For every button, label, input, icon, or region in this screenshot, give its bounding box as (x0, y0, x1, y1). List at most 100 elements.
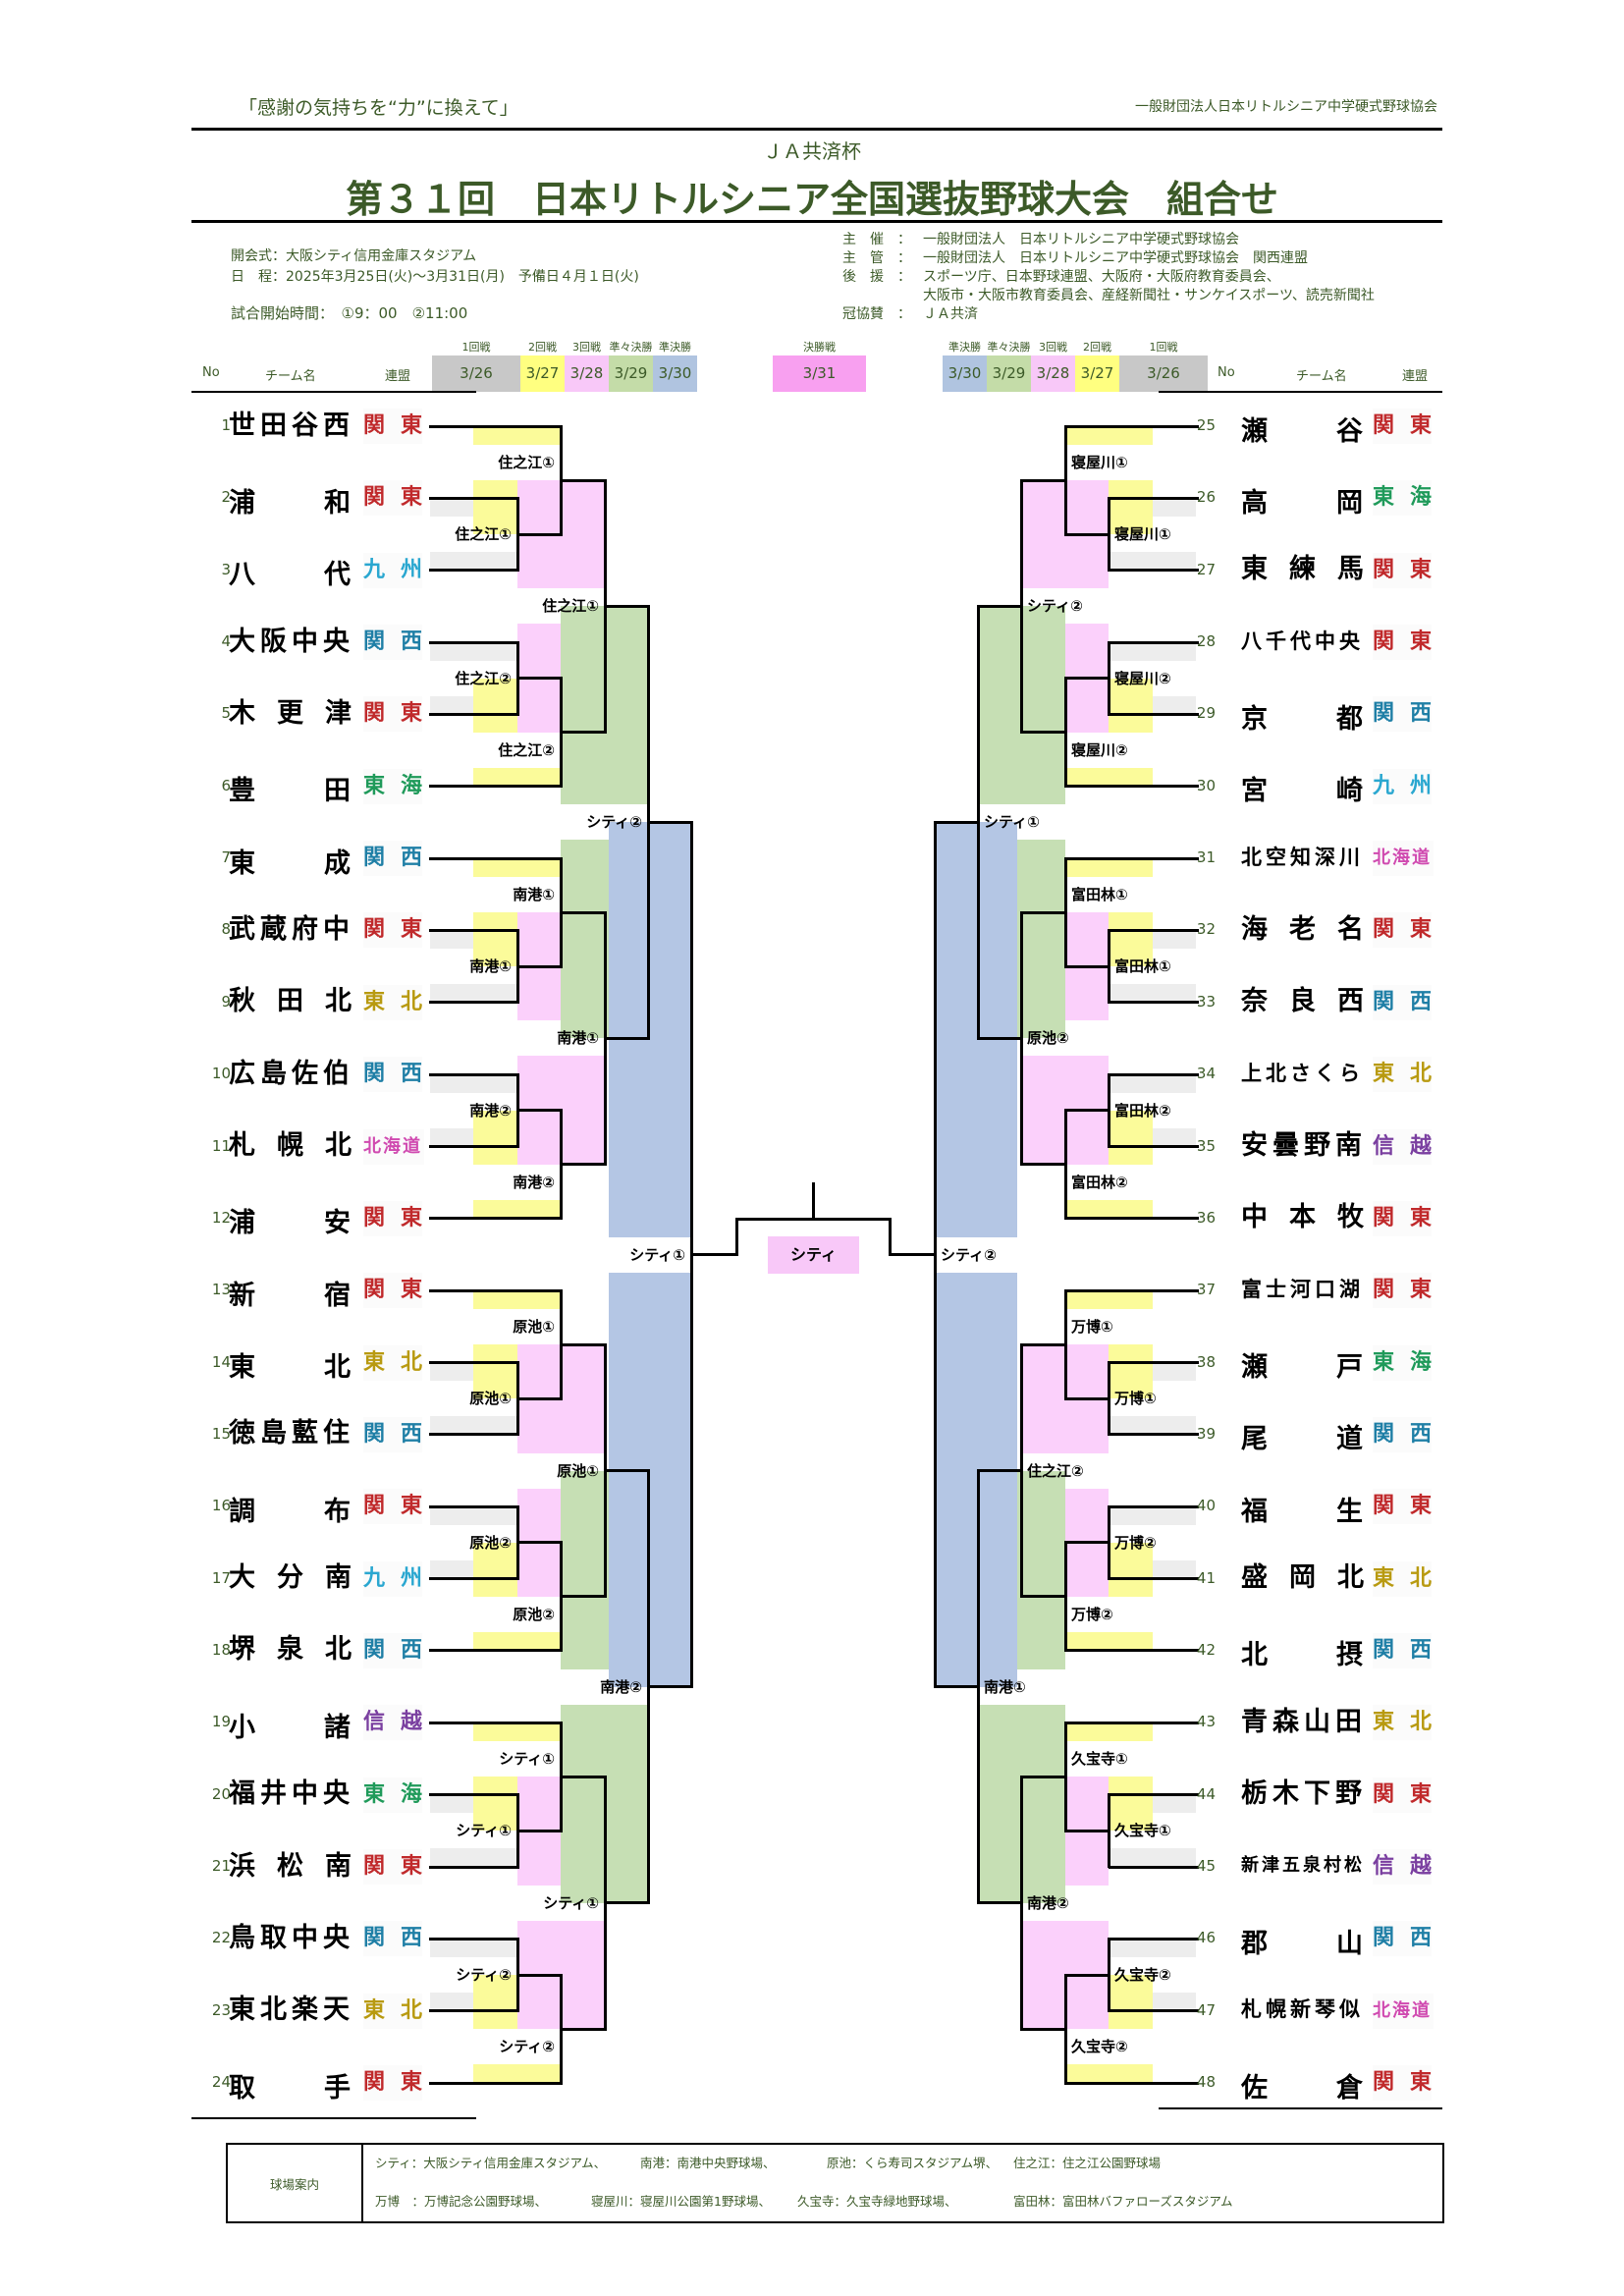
team-league-char: 関 (1373, 1421, 1395, 1447)
bottom-rule-right (1159, 2107, 1442, 2109)
team-league: 関西 (363, 1921, 422, 1957)
team-name-char: 福 (1241, 1496, 1268, 1527)
team-seed-number: 39 (1196, 1424, 1216, 1443)
team-name-char: 戸 (1336, 1352, 1363, 1384)
team-name: 瀬戸 (1241, 1345, 1363, 1384)
team-league: 関東 (1373, 1777, 1432, 1813)
bracket-line (1109, 496, 1199, 500)
venue-guide-entry: 久宝寺：久宝寺緑地野球場、 (797, 2194, 957, 2209)
team-name: 徳島藍住 (229, 1418, 354, 1449)
team-seed-number: 22 (211, 1929, 231, 1947)
team-seed-number: 23 (211, 2000, 231, 2019)
bracket-line (429, 1217, 563, 1221)
bracket-line (429, 1865, 519, 1869)
team-league-char: 関 (363, 1494, 386, 1519)
bracket-line (429, 1288, 563, 1292)
team-league: 関東 (363, 1489, 422, 1525)
team-league: 関西 (1373, 984, 1432, 1020)
match-venue-label: 原池② (513, 1605, 555, 1623)
match-venue-label: シティ② (499, 2038, 555, 2056)
match-venue-label: 原池② (469, 1533, 512, 1552)
bracket-line (429, 1504, 519, 1508)
bracket-line (429, 496, 519, 500)
team-name-char: 北 (1241, 1640, 1268, 1671)
team-league-char: 関 (363, 1926, 386, 1951)
team-name: 豊田 (229, 769, 351, 807)
team-name-char: 宿 (324, 1280, 351, 1311)
bracket-line (517, 1973, 563, 1977)
team-league-char: 西 (400, 1637, 422, 1663)
team-seed-number: 36 (1196, 1208, 1216, 1227)
match-venue-label: 原池① (469, 1390, 512, 1408)
match-venue-label: 原池① (513, 1318, 555, 1337)
team-league-char: 関 (1373, 2070, 1395, 2096)
team-league-char: 北 (1409, 1062, 1432, 1087)
team-seed-number: 14 (211, 1352, 231, 1371)
label-band (473, 732, 561, 768)
bracket-line (561, 1342, 607, 1346)
info-value: スポーツ庁、日本野球連盟、大阪府・大阪府教育委員会、 (923, 269, 1280, 285)
team-league: 関西 (1373, 696, 1432, 733)
bracket-line (429, 640, 519, 644)
bracket-line (978, 604, 1023, 608)
team-league: 信越 (1373, 1849, 1432, 1885)
bracket-line (1109, 1361, 1199, 1365)
team-league-char: 西 (1409, 701, 1432, 727)
team-name: 海老名 (1241, 913, 1385, 945)
match-venue-label: 久宝寺② (1114, 1966, 1171, 1985)
bracket-line (517, 1109, 563, 1113)
bottom-rule-left (191, 2117, 476, 2119)
team-seed-number: 10 (211, 1065, 231, 1083)
team-name: 木更津 (229, 697, 373, 729)
match-venue-label: 南港② (600, 1677, 642, 1696)
info-value: 大阪市・大阪市教育委員会、産経新聞社・サンケイスポーツ、読売新聞社 (923, 288, 1375, 303)
label-band (473, 1741, 561, 1777)
bracket-line (1021, 1342, 1067, 1346)
team-seed-number: 34 (1196, 1065, 1216, 1083)
team-league: 東海 (363, 768, 422, 804)
team-seed-number: 11 (211, 1136, 231, 1155)
team-league-char: 東 (400, 701, 422, 727)
team-seed-number: 15 (211, 1424, 231, 1443)
team-league-char: 越 (1409, 1133, 1432, 1159)
team-league-char: 東 (363, 1781, 386, 1807)
team-name-char: 佐 (1241, 2072, 1268, 2104)
bracket-line (648, 820, 693, 824)
match-venue-label: シティ① (543, 1893, 599, 1912)
match-venue-label: シティ① (629, 1245, 685, 1264)
top-rule (191, 128, 1442, 131)
bracket-line (605, 1036, 650, 1040)
match-venue-label: 寝屋川② (1071, 740, 1128, 759)
team-league-char: 西 (400, 1926, 422, 1951)
venue-guide: 球場案内 シティ：大阪シティ信用金庫スタジアム、南港：南港中央野球場、原池：くら… (226, 2143, 1444, 2223)
final-round-name: 決勝戦 (803, 341, 836, 354)
team-seed-number: 19 (211, 1713, 231, 1731)
bracket-line (429, 2081, 563, 2085)
team-league-char: 東 (400, 1494, 422, 1519)
team-league-char: 西 (400, 629, 422, 655)
bracket-line (429, 2009, 519, 2013)
team-league-char: 東 (1409, 413, 1432, 438)
bracket-line (935, 820, 980, 824)
team-league-char: 州 (400, 1565, 422, 1591)
team-league-char: 信 (1373, 1133, 1395, 1159)
team-league-char: 関 (1373, 413, 1395, 438)
bracket-line (734, 1217, 738, 1257)
round-name: 2回戦 (528, 341, 557, 354)
team-name: 尾道 (1241, 1417, 1363, 1454)
team-name-char: 豊 (229, 776, 255, 807)
label-band (1065, 1741, 1153, 1777)
team-seed-number: 2 (221, 488, 231, 507)
match-venue-label: 住之江② (1027, 1461, 1084, 1480)
bracket-line (1065, 1721, 1199, 1724)
team-league-char: 関 (363, 1062, 386, 1087)
team-name-char: 和 (324, 487, 351, 519)
team-name-char: 諸 (324, 1712, 351, 1743)
team-name-char: 郡 (1241, 1928, 1268, 1959)
info-label: 冠協賛 ： (842, 306, 911, 322)
team-name: 鳥取中央 (229, 1922, 354, 1953)
team-name: 八千代中央 (1241, 629, 1364, 653)
team-name-char: 崎 (1336, 776, 1363, 807)
team-seed-number: 38 (1196, 1352, 1216, 1371)
bracket-line (1065, 532, 1110, 536)
